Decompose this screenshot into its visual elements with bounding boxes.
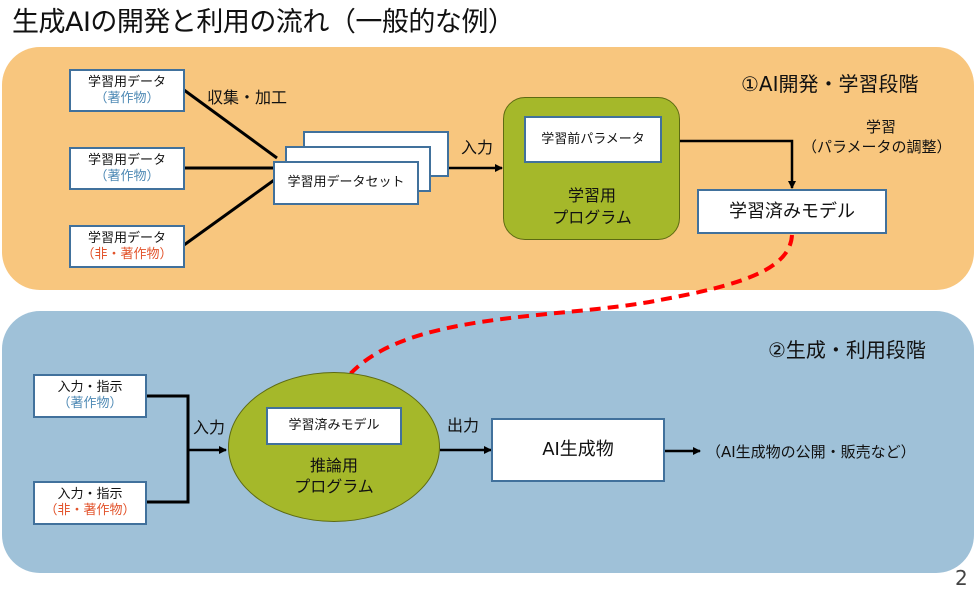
- prompt-input-box: 入力・指示 （著作物）: [33, 374, 147, 418]
- prompt-input-title: 入力・指示: [57, 487, 123, 502]
- data-source-type: （著作物）: [94, 168, 160, 184]
- data-source-title: 学習用データ: [87, 74, 166, 90]
- data-source-box: 学習用データ （著作物）: [69, 147, 185, 190]
- trained-model-label: 学習済みモデル: [729, 200, 855, 222]
- inference-program: [228, 372, 440, 522]
- data-source-type: （著作物）: [94, 90, 160, 106]
- data-source-box: 学習用データ （著作物）: [69, 69, 185, 112]
- trained-model-box: 学習済みモデル: [697, 189, 887, 234]
- prompt-input-box: 入力・指示 （非・著作物）: [33, 481, 147, 525]
- output-label: 出力: [447, 416, 480, 435]
- inference-program-line1: 推論用: [309, 456, 358, 475]
- stage1-input-label: 入力: [461, 138, 494, 157]
- data-source-type: （非・著作物）: [81, 246, 173, 262]
- prompt-input-type: （非・著作物）: [44, 503, 136, 518]
- data-source-title: 学習用データ: [87, 230, 166, 246]
- data-source-box: 学習用データ （非・著作物）: [69, 225, 185, 268]
- ai-output-box: AI生成物: [491, 418, 665, 482]
- stage1-label: ①AI開発・学習段階: [741, 72, 919, 96]
- prompt-input-type: （著作物）: [57, 396, 123, 411]
- inference-model-box: 学習済みモデル: [266, 407, 402, 445]
- page-title: 生成AIの開発と利用の流れ（一般的な例）: [12, 7, 515, 38]
- inference-model-label: 学習済みモデル: [288, 418, 380, 433]
- learning-sublabel: （パラメータの調整）: [802, 138, 952, 156]
- training-program-line1: 学習用: [567, 186, 616, 205]
- pre-param-box: 学習前パラメータ: [524, 116, 662, 163]
- learning-label: 学習: [866, 118, 897, 136]
- page-number: 2: [955, 566, 968, 590]
- prompt-input-title: 入力・指示: [57, 380, 123, 395]
- dataset-box: 学習用データセット: [273, 161, 419, 205]
- training-program-line2: プログラム: [552, 208, 632, 227]
- stage2-label: ②生成・利用段階: [768, 338, 926, 362]
- inference-program-line2: プログラム: [294, 477, 374, 496]
- pre-param-label: 学習前パラメータ: [541, 131, 645, 147]
- data-source-title: 学習用データ: [87, 152, 166, 168]
- ai-output-label: AI生成物: [542, 439, 614, 460]
- collect-label: 収集・加工: [207, 88, 288, 107]
- usage-label: （AI生成物の公開・販売など）: [706, 443, 916, 461]
- dataset-label: 学習用データセット: [287, 175, 405, 190]
- stage2-input-label: 入力: [193, 418, 226, 437]
